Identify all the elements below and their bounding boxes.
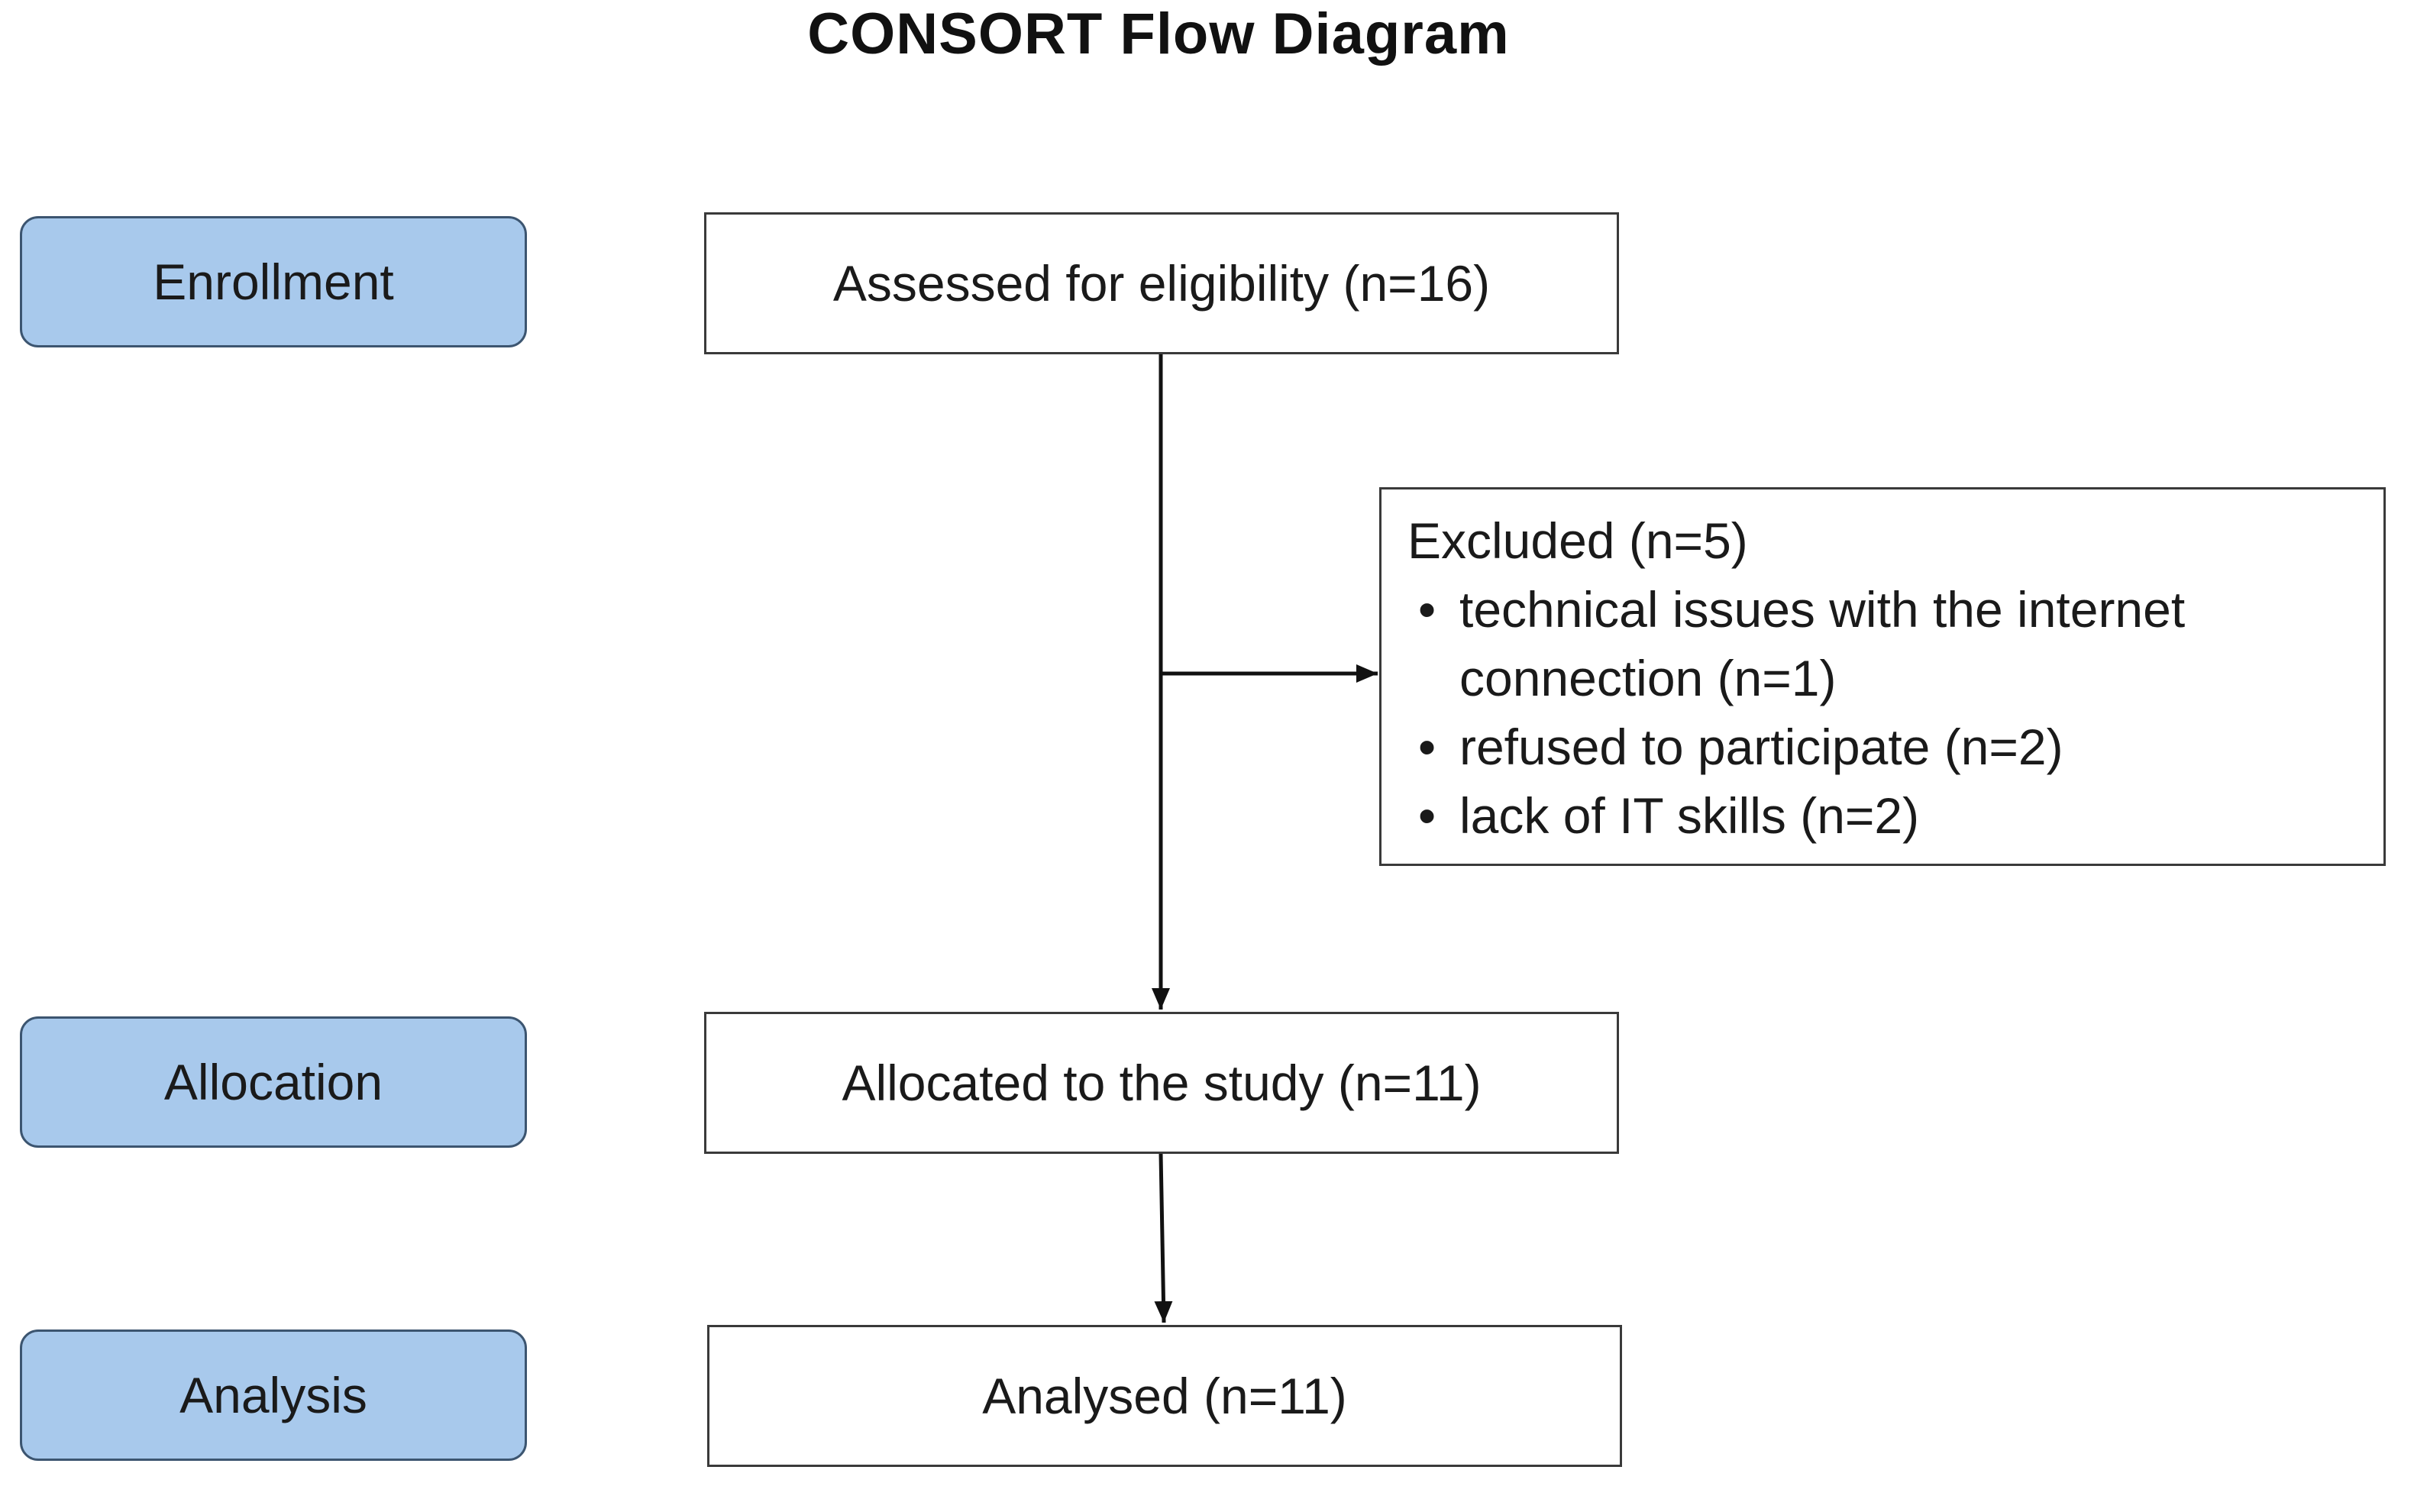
bullet-icon: •	[1418, 719, 1436, 775]
arrow-allocated-to-analysed	[1154, 1153, 1173, 1323]
excluded-heading: Excluded (n=5)	[1407, 512, 1748, 569]
analysed-box: Analysed (n=11)	[707, 1325, 1622, 1467]
excluded-reasons-list: • technical issues with the internet con…	[1407, 575, 2383, 850]
excluded-reason-item: • refused to participate (n=2)	[1407, 712, 2383, 781]
excluded-box: Excluded (n=5) • technical issues with t…	[1379, 487, 2386, 866]
stage-enrollment: Enrollment	[20, 216, 527, 347]
excluded-reason-item: • technical issues with the internet con…	[1407, 575, 2330, 712]
stage-analysis: Analysis	[20, 1329, 527, 1461]
bullet-icon: •	[1418, 581, 1436, 638]
stage-allocation: Allocation	[20, 1016, 527, 1148]
assessed-box: Assessed for eligibility (n=16)	[704, 212, 1619, 354]
allocated-box: Allocated to the study (n=11)	[704, 1012, 1619, 1154]
excluded-reason-item: • lack of IT skills (n=2)	[1407, 781, 2383, 850]
bullet-icon: •	[1418, 787, 1436, 844]
diagram-title: CONSORT Flow Diagram	[807, 2, 1510, 66]
excluded-reason-text: lack of IT skills (n=2)	[1459, 787, 1920, 844]
excluded-reason-text: technical issues with the internet conne…	[1459, 581, 2186, 706]
excluded-reason-text: refused to participate (n=2)	[1459, 719, 2063, 775]
